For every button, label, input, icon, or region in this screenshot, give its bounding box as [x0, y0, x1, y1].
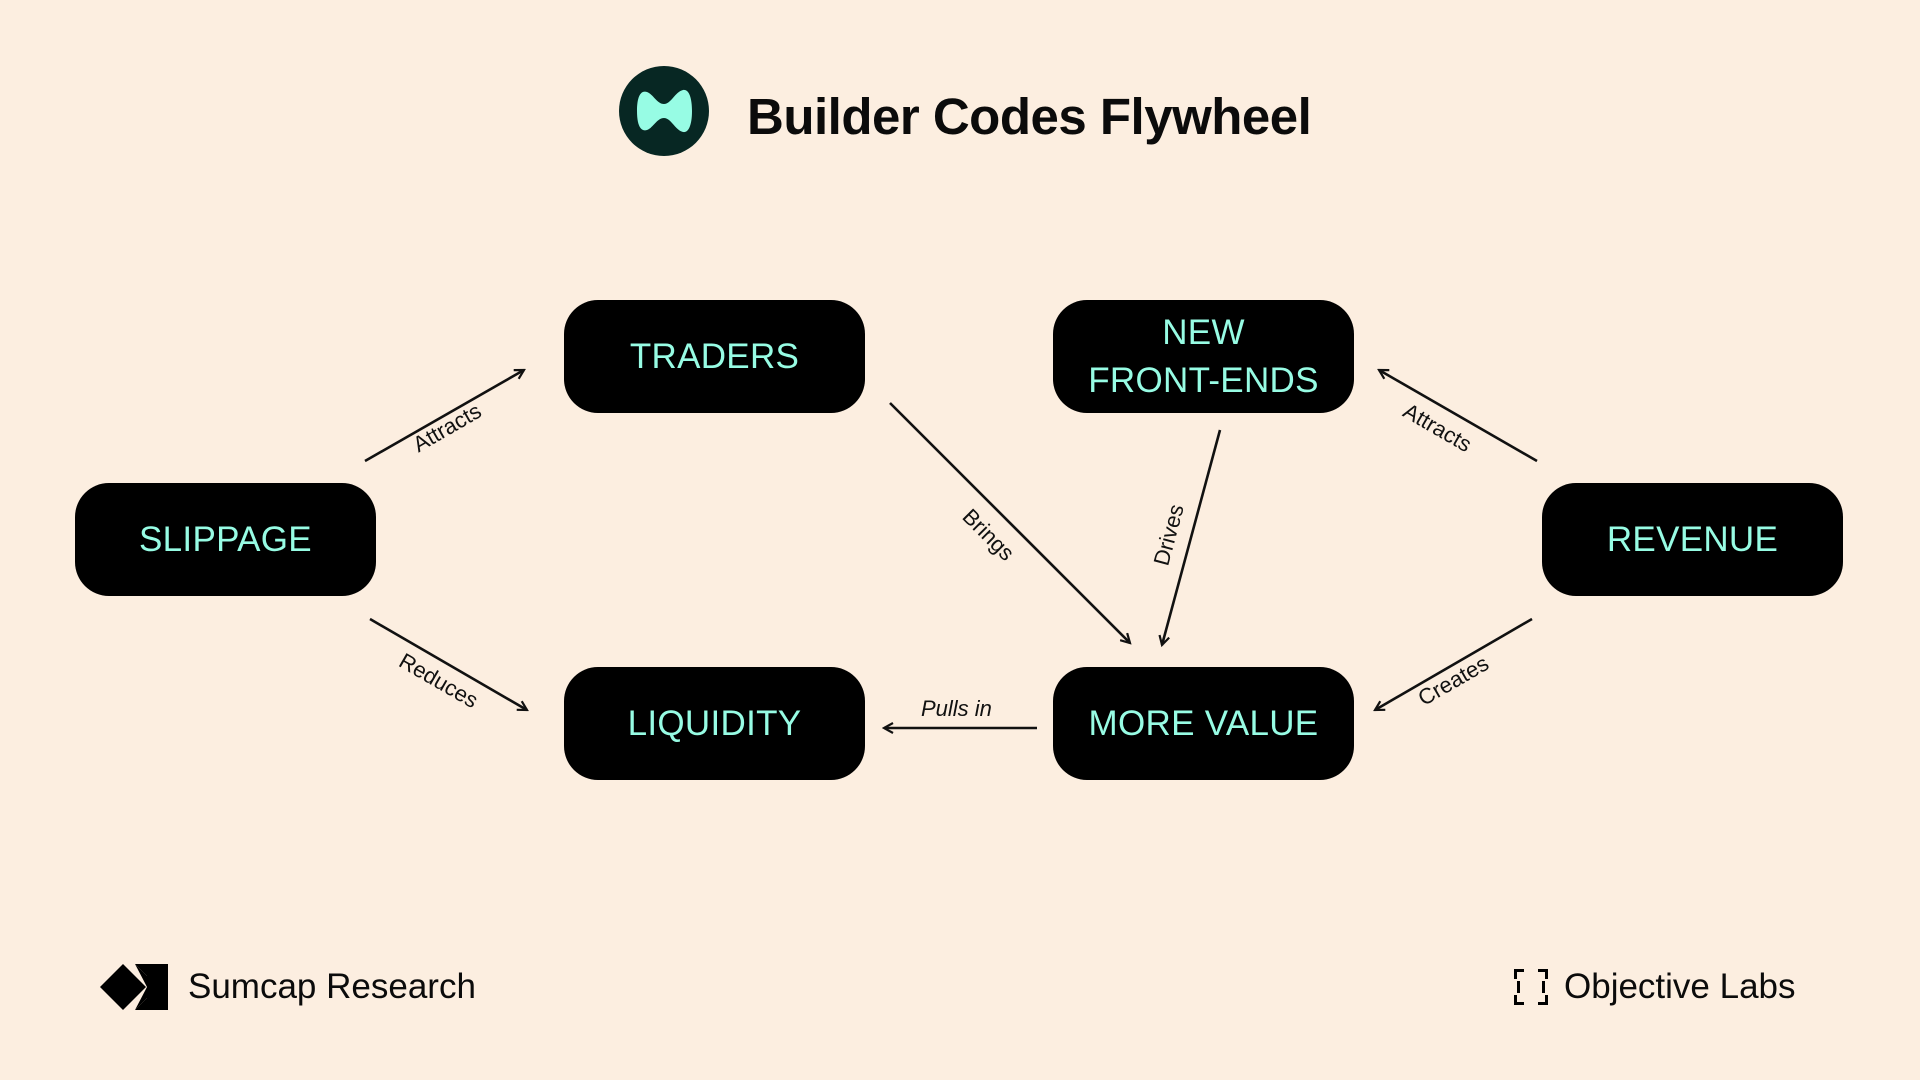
edge-label-creates: Creates — [1413, 650, 1493, 711]
node-new-front-ends: NEW FRONT-ENDS — [1053, 300, 1354, 413]
sumcap-diamond-chevron-icon — [100, 964, 168, 1010]
page-title: Builder Codes Flywheel — [747, 88, 1312, 145]
header: Builder Codes Flywheel — [0, 0, 1920, 200]
footer-sumcap-brand: Sumcap Research — [100, 962, 476, 1012]
edge-label-pulls-in: Pulls in — [921, 696, 992, 721]
node-label: MORE VALUE — [1088, 703, 1319, 743]
edge-arrow-traders-more-value — [889, 402, 1130, 643]
node-traders: TRADERS — [564, 300, 865, 413]
node-more-value: MORE VALUE — [1053, 667, 1354, 780]
edge-label-reduces: Reduces — [394, 648, 483, 714]
footer-objective-labs-brand: Objective Labs — [1512, 962, 1796, 1012]
node-label: LIQUIDITY — [627, 703, 802, 743]
edge-label-drives: Drives — [1148, 501, 1189, 569]
footer-left-brand-text: Sumcap Research — [188, 967, 476, 1006]
footer-right-brand-text: Objective Labs — [1564, 967, 1796, 1006]
node-label: REVENUE — [1606, 519, 1779, 559]
node-slippage: SLIPPAGE — [75, 483, 376, 596]
edge-label-brings: Brings — [957, 503, 1020, 566]
node-label: NEW FRONT-ENDS — [1088, 312, 1319, 400]
edge-label-attracts-left: Attracts — [408, 398, 486, 458]
objective-labs-bracket-icon — [1514, 969, 1548, 1005]
node-label: SLIPPAGE — [139, 519, 312, 559]
edge-label-attracts-right: Attracts — [1398, 398, 1477, 458]
hourglass-wave-logo-icon — [619, 66, 709, 156]
node-label: TRADERS — [629, 336, 800, 376]
node-revenue: REVENUE — [1542, 483, 1843, 596]
node-liquidity: LIQUIDITY — [564, 667, 865, 780]
